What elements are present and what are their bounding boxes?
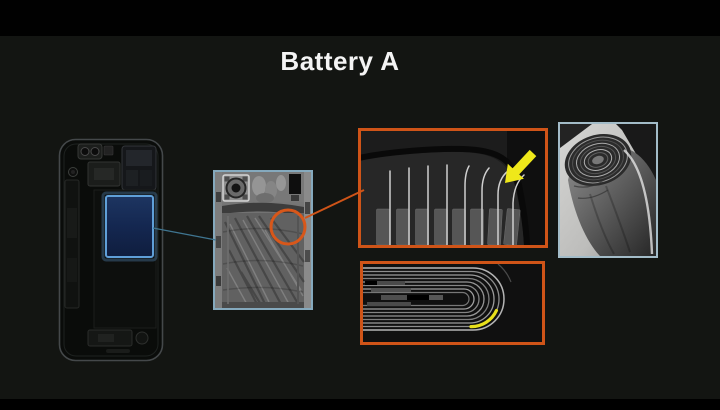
electrode-photo-figure	[558, 122, 658, 258]
callout-line-orange	[304, 189, 365, 219]
electrode-closeup-panel	[358, 128, 548, 248]
top-letterbox-bar	[0, 0, 720, 36]
yellow-highlight-arc	[469, 309, 498, 329]
phone-xray-figure	[58, 138, 164, 362]
bottom-letterbox-bar	[0, 399, 720, 410]
slide-title: Battery A	[280, 46, 400, 76]
electrode-photo-graphic	[560, 124, 656, 256]
jellyroll-section-panel	[360, 261, 545, 345]
battery-highlight-rect	[105, 195, 154, 258]
phone-xray-graphic	[58, 138, 164, 362]
jellyroll-section-graphic	[361, 263, 542, 342]
battery-xray-graphic	[215, 172, 311, 308]
yellow-arrow-icon	[505, 149, 537, 183]
battery-xray-figure	[213, 170, 313, 310]
bent-electrode-graphic	[358, 131, 545, 246]
